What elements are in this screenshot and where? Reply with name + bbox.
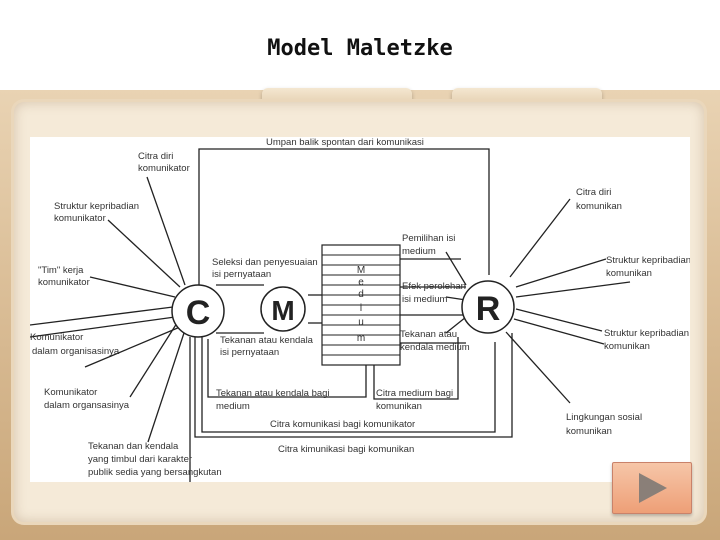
label-umpan-balik: Umpan balik spontan dari komunikasi	[266, 137, 424, 148]
node-r-label: R	[476, 290, 501, 328]
label-citra-diri-r: Citra diri	[576, 187, 611, 198]
label-efek: isi medium	[402, 294, 447, 305]
node-c-label: C	[186, 294, 211, 332]
label-tekanan-isi: Tekanan atau kendala	[220, 335, 314, 346]
label-tekanan-kendala: Tekanan dan kendala	[88, 441, 179, 452]
label-citra-medium: Citra medium bagi	[376, 388, 453, 399]
label-struktur-r-2: Struktur kepribadian	[604, 328, 689, 339]
medium-letter: i	[360, 303, 362, 314]
play-triangle-icon	[639, 473, 667, 503]
label-komunikator-org: Komunikator	[30, 332, 83, 343]
medium-letter: d	[358, 289, 364, 300]
next-slide-button[interactable]	[612, 462, 692, 514]
label-citra-diri-kom: komunikator	[138, 163, 190, 174]
label-citra-kimunikasi: Citra kimunikasi bagi komunikan	[278, 444, 414, 455]
label-tekanan-medium: medium	[216, 401, 250, 412]
label-lingkungan: komunikan	[566, 426, 612, 437]
label-komunikator-org: dalam organisasinya	[32, 346, 120, 357]
label-efek: Efek perolehan	[402, 281, 466, 292]
medium-box: M e d i u m	[321, 244, 401, 366]
label-citra-medium: komunikan	[376, 401, 422, 412]
label-tekanan-kendala: yang timbul dari karakter	[88, 454, 192, 465]
label-struktur-r-2: komunikan	[604, 341, 650, 352]
label-tekanan-kendala: publik sedia yang bersangkutan	[88, 467, 222, 478]
label-pemilihan: Pemilihan isi	[402, 233, 455, 244]
label-tekanan-medium: Tekanan atau kendala bagi	[216, 388, 330, 399]
slide-title: Model Maletzke	[267, 36, 453, 61]
node-c: C	[171, 284, 225, 338]
label-citra-diri-r: komunikan	[576, 201, 622, 212]
label-citra-komunikasi: Citra komunikasi bagi komunikator	[270, 419, 415, 430]
label-tekanan-r: Tekanan atau	[400, 329, 457, 340]
maletzke-diagram: M e d i u m C M R Umpan balik spontan da…	[29, 137, 691, 482]
label-citra-diri-kom: Citra diri	[138, 151, 173, 162]
label-struktur-r: Struktur kepribadian	[606, 255, 690, 266]
label-struktur-kom: Struktur kepribadian	[54, 201, 139, 212]
label-tim-kerja: "Tim" kerja	[38, 265, 84, 276]
label-struktur-r: komunikan	[606, 268, 652, 279]
medium-letter: u	[358, 317, 364, 328]
medium-letter: M	[357, 265, 365, 276]
medium-letter: m	[357, 333, 365, 344]
label-seleksi: Seleksi dan penyesuaian	[212, 257, 318, 268]
label-tekanan-isi: isi pernyataan	[220, 347, 279, 358]
label-komunikator-org-2: dalam organsasinya	[44, 400, 130, 411]
node-m: M	[260, 286, 306, 332]
label-struktur-kom: komunikator	[54, 213, 106, 224]
label-lingkungan: Lingkungan sosial	[566, 412, 642, 423]
label-tim-kerja: komunikator	[38, 277, 90, 288]
label-pemilihan: medium	[402, 246, 436, 257]
label-seleksi: isi pernyataan	[212, 269, 271, 280]
medium-letter: e	[358, 277, 364, 288]
node-m-label: M	[271, 295, 294, 326]
diagram-svg: M e d i u m C M R Umpan balik spontan da…	[29, 137, 691, 482]
node-r: R	[461, 280, 515, 334]
label-tekanan-r: kendala medium	[400, 342, 470, 353]
label-komunikator-org-2: Komunikator	[44, 387, 97, 398]
